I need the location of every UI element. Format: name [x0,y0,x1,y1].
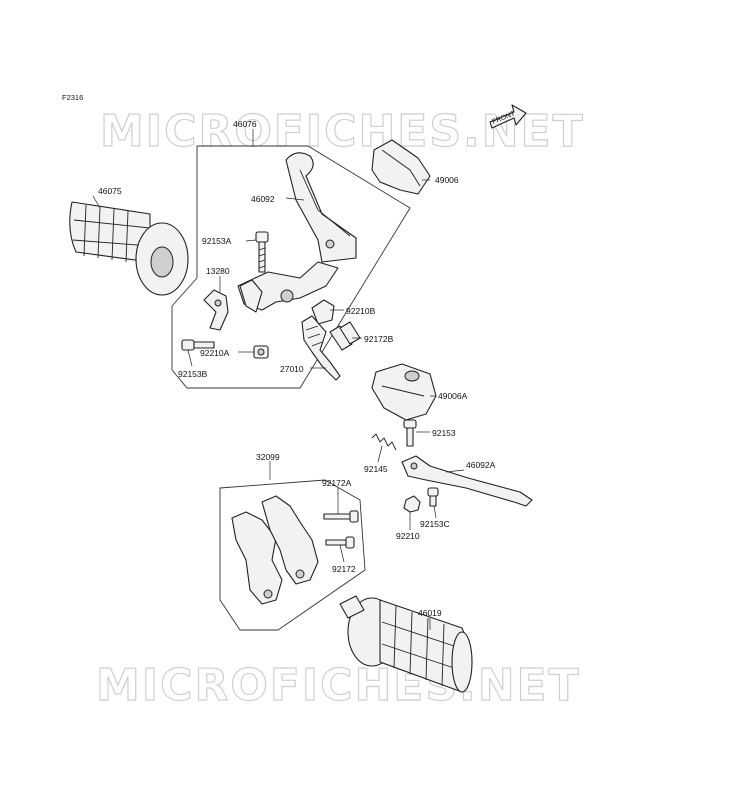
label-92153C: 92153C [420,519,450,529]
label-32099: 32099 [256,452,280,462]
assembly-box-32099 [219,479,366,631]
label-46075: 46075 [98,186,122,196]
throttle-housing-32099 [231,495,319,605]
label-92153A: 92153A [202,236,232,246]
assembly-box-46076 [171,145,411,389]
label-92153: 92153 [432,428,456,438]
label-49006: 49006 [435,175,459,185]
label-92172A: 92172A [322,478,352,488]
label-49006A: 49006A [438,391,468,401]
lever-46092A [401,455,533,507]
screw-92172 [325,536,355,549]
label-46092: 46092 [251,194,275,204]
switch-27010 [301,315,341,381]
label-92210B: 92210B [346,306,376,316]
label-92210A: 92210A [200,348,230,358]
leader-lines [92,129,465,630]
front-arrow-icon: FRONT [489,104,527,129]
label-92210: 92210 [396,531,420,541]
label-92145: 92145 [364,464,388,474]
label-92172: 92172 [332,564,356,574]
spring-92145 [371,433,397,451]
label-46076: 46076 [233,119,257,129]
bolt-92153C [427,487,439,507]
label-13280: 13280 [206,266,230,276]
grip-46075 [69,201,189,296]
nut-92210 [403,495,421,513]
lever-46092 [285,152,357,263]
nut-92210A [253,345,269,359]
grip-46019 [339,595,473,693]
figure-code: F2316 [62,93,83,102]
watermark-top: MICROFICHES.NET [100,106,585,157]
label-92172B: 92172B [364,334,394,344]
screw-92172A [323,510,359,523]
label-92153B: 92153B [178,369,208,379]
label-46092A: 46092A [466,460,496,470]
cover-49006A [371,363,437,421]
bolt-92153 [403,419,417,447]
cover-49006 [371,139,431,195]
label-27010: 27010 [280,364,304,374]
bolt-92153A [255,231,269,273]
watermark-bottom: MICROFICHES.NET [96,660,581,711]
lever-holder [237,261,339,313]
label-46019: 46019 [418,608,442,618]
clamp-13280 [203,289,229,331]
screw-92172B [329,321,361,351]
